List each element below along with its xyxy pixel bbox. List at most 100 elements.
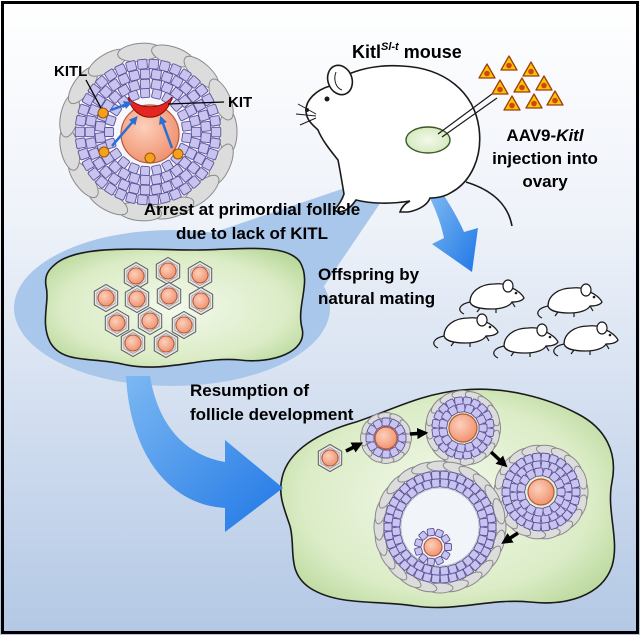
- granulosa-cell: [473, 542, 485, 554]
- pregranulosa-layer: [174, 314, 194, 336]
- granulosa-cell: [139, 87, 151, 99]
- granulosa-cell: [439, 566, 449, 576]
- granulosa-cell: [464, 441, 475, 453]
- mouse-eye: [324, 96, 330, 102]
- granulosa-cell: [476, 430, 487, 442]
- granulosa-cell: [105, 114, 117, 127]
- granulosa-cell: [554, 494, 565, 506]
- pregranulosa-layer: [123, 332, 143, 354]
- granulosa-cell: [81, 93, 95, 106]
- granulosa-cell: [139, 174, 151, 186]
- pregranulosa-layer: [159, 285, 179, 307]
- theca-cell: [208, 78, 234, 121]
- granulosa-cell: [150, 69, 162, 81]
- pregranulosa-layer: [191, 290, 211, 312]
- aav-genome-dot: [519, 84, 525, 91]
- aav-genome-dot: [484, 70, 490, 77]
- granulosa-cell: [136, 58, 148, 70]
- granulosa-cell: [104, 182, 118, 196]
- kit-receptor: [127, 96, 173, 118]
- granulosa-cell: [383, 522, 393, 532]
- granulosa-cell: [397, 433, 407, 443]
- granulosa-cell: [548, 501, 560, 513]
- granulosa-cell: [139, 78, 151, 90]
- granulosa-cell: [431, 574, 441, 584]
- granulosa-cell: [462, 565, 474, 576]
- granulosa-cell: [394, 440, 406, 452]
- granulosa-cell: [439, 478, 449, 488]
- granulosa-cell: [117, 167, 131, 181]
- granulosa-cell: [161, 159, 174, 172]
- offspring-line-2: natural mating: [318, 289, 435, 308]
- granulosa-cell: [95, 75, 109, 89]
- granulosa-cell: [150, 173, 163, 186]
- injection-needle: [437, 93, 498, 138]
- granulosa-cell: [431, 470, 441, 480]
- granulosa-cell: [160, 81, 174, 95]
- granulosa-cell: [75, 137, 87, 149]
- granulosa-cell: [151, 164, 163, 176]
- granulosa-cell: [516, 491, 527, 502]
- progression-arrow: [345, 442, 364, 453]
- granulosa-cell: [388, 446, 400, 458]
- kitl-pointer-line: [85, 79, 102, 109]
- granulosa-cell: [95, 175, 109, 189]
- granulosa-cell: [94, 120, 106, 132]
- granulosa-cell: [187, 161, 201, 175]
- granulosa-cell: [160, 169, 174, 183]
- granulosa-cell: [366, 440, 378, 452]
- granulosa-cell: [456, 403, 466, 413]
- oocyte: [175, 316, 193, 334]
- granulosa-cell: [462, 555, 474, 567]
- granulosa-cell: [519, 498, 531, 510]
- granulosa-cell: [99, 165, 113, 179]
- granulosa-cell: [209, 115, 221, 127]
- granulosa-cell: [440, 550, 451, 560]
- oocyte: [108, 314, 126, 332]
- granulosa-cell: [456, 443, 466, 453]
- aav-genome-dot: [509, 102, 515, 109]
- granulosa-cell: [190, 126, 202, 138]
- granulosa-cell: [391, 526, 401, 536]
- granulosa-cell: [365, 433, 375, 443]
- oocyte: [374, 426, 398, 450]
- pregranulosa-layer: [190, 264, 210, 286]
- granulosa-cell: [391, 518, 401, 528]
- progression-arrow: [409, 427, 429, 440]
- granulosa-cell: [139, 165, 151, 177]
- aav-genome-dot: [552, 97, 558, 104]
- granulosa-cell: [372, 418, 384, 430]
- granulosa-cell: [127, 162, 140, 175]
- granulosa-cell: [434, 556, 444, 566]
- granulosa-cell: [75, 115, 87, 127]
- arrest-line-2: due to lack of KITL: [176, 224, 328, 243]
- granulosa-cell: [200, 132, 212, 144]
- granulosa-cell: [169, 188, 182, 201]
- aav-gene: Kitl: [556, 126, 585, 145]
- mouse-tail: [465, 181, 513, 227]
- granulosa-cell: [462, 478, 474, 489]
- granulosa-cell: [209, 137, 221, 149]
- granulosa-cell: [414, 538, 424, 548]
- granulosa-cell: [128, 69, 141, 82]
- aav-genome-dot: [528, 68, 534, 75]
- granulosa-cell: [487, 522, 497, 532]
- signal-arrow: [111, 116, 138, 147]
- granulosa-cell: [470, 437, 482, 449]
- oocyte: [127, 267, 145, 285]
- aav-genome-dot: [497, 86, 503, 93]
- granulosa-cell: [117, 72, 131, 86]
- granulosa-cell: [372, 446, 384, 458]
- granulosa-cell: [477, 534, 488, 545]
- kit-label: KIT: [228, 94, 252, 111]
- granulosa-cell: [107, 78, 121, 92]
- granulosa-cell: [413, 482, 425, 494]
- granulosa-cell: [519, 474, 531, 486]
- granulosa-cell: [200, 120, 212, 132]
- granulosa-cell: [439, 470, 449, 480]
- granulosa-cell: [388, 418, 400, 430]
- oocyte: [192, 292, 210, 310]
- granulosa-cell: [99, 85, 113, 99]
- mouse-inner-ear: [334, 71, 343, 91]
- granulosa-cell: [426, 557, 436, 567]
